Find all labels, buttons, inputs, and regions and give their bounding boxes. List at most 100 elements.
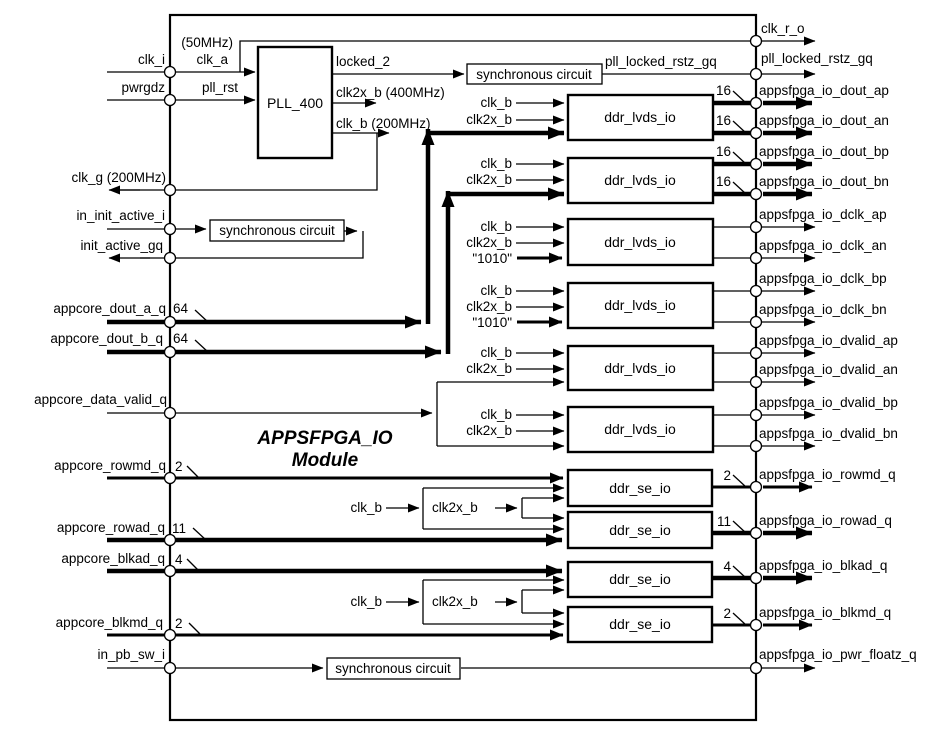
ddr-lvds-io-block-dout-a bbox=[566, 93, 715, 142]
ddr-se-io-block-blkmd bbox=[566, 605, 714, 644]
svg-text:clk2x_b: clk2x_b bbox=[466, 112, 512, 127]
ddr-se-io-block-rowad bbox=[566, 510, 714, 550]
sync-circuit-init-label: synchronous circuit bbox=[219, 223, 335, 238]
port-label-dclk-ap: appsfpga_io_dclk_ap bbox=[759, 207, 887, 222]
port-label-blkmd-q: appsfpga_io_blkmd_q bbox=[759, 605, 891, 620]
svg-text:11: 11 bbox=[717, 514, 731, 529]
svg-text:clk_b: clk_b bbox=[480, 345, 512, 360]
svg-text:64: 64 bbox=[173, 301, 189, 316]
wire-clk-i bbox=[107, 36, 816, 77]
right-boundary-port-dots bbox=[749, 34, 763, 675]
wire-lvds-clock-feeds bbox=[516, 98, 565, 436]
svg-text:clk2x_b: clk2x_b bbox=[466, 299, 512, 314]
labels-lvds-clk-b: clk_b clk_b clk_b clk_b clk_b clk_b bbox=[480, 95, 512, 422]
svg-text:clk_b: clk_b bbox=[480, 95, 512, 110]
ddr-lvds-io-label-1: ddr_lvds_io bbox=[604, 109, 676, 125]
svg-text:clk2x_b: clk2x_b bbox=[466, 423, 512, 438]
bus-blkad bbox=[107, 564, 813, 585]
svg-text:"1010": "1010" bbox=[472, 315, 512, 330]
port-label-clk-i: clk_i bbox=[138, 52, 165, 67]
ddr-lvds-io-block-dclk-a bbox=[566, 217, 715, 267]
svg-text:16: 16 bbox=[716, 83, 731, 98]
bus-blkmd bbox=[107, 619, 813, 641]
port-label-dvalid-bp: appsfpga_io_dvalid_bp bbox=[759, 395, 898, 410]
label-clk-a: clk_a bbox=[196, 52, 228, 67]
svg-text:16: 16 bbox=[716, 144, 731, 159]
label-clk-b-200: clk_b (200MHz) bbox=[336, 116, 431, 131]
sync-circuit-bottom-label: synchronous circuit bbox=[335, 661, 451, 676]
label-clk-a-freq: (50MHz) bbox=[181, 35, 233, 50]
ddr-se-io-block-rowmd bbox=[566, 468, 714, 508]
sync-circuit-box-init bbox=[209, 219, 345, 242]
svg-text:11: 11 bbox=[172, 521, 186, 536]
svg-text:clk_b: clk_b bbox=[480, 407, 512, 422]
port-label-appcore-data-valid-q: appcore_data_valid_q bbox=[34, 392, 167, 407]
port-label-clk-g: clk_g (200MHz) bbox=[71, 170, 166, 185]
wire-dclk-dvalid-outputs bbox=[713, 222, 816, 451]
svg-text:clk2x_b: clk2x_b bbox=[466, 361, 512, 376]
svg-text:2: 2 bbox=[175, 459, 183, 474]
labels-const-1010: "1010" "1010" bbox=[472, 251, 512, 330]
svg-text:clk_b: clk_b bbox=[480, 283, 512, 298]
labels-se-clock-feeds: clk_b clk2x_b clk_b clk2x_b bbox=[350, 500, 477, 609]
ddr-lvds-io-block-dclk-b bbox=[566, 281, 715, 330]
label-locked-2: locked_2 bbox=[336, 54, 390, 69]
sync-circuit-box-top bbox=[466, 63, 603, 85]
ddr-se-io-label-2: ddr_se_io bbox=[609, 522, 671, 538]
port-label-blkad-q: appsfpga_io_blkad_q bbox=[759, 558, 887, 573]
svg-text:16: 16 bbox=[716, 174, 731, 189]
wire-se-clock-bracket-b bbox=[386, 575, 565, 629]
pll-block bbox=[256, 45, 334, 160]
ddr-se-io-label-3: ddr_se_io bbox=[609, 571, 671, 587]
port-label-pll-locked-rstz-gq: pll_locked_rstz_gq bbox=[761, 51, 873, 66]
port-label-dclk-bp: appsfpga_io_dclk_bp bbox=[759, 271, 887, 286]
ddr-lvds-io-block-dvalid-b bbox=[566, 405, 715, 454]
svg-text:clk_b: clk_b bbox=[350, 594, 382, 609]
sync-circuit-top-label: synchronous circuit bbox=[476, 67, 592, 82]
port-label-in-init-active-i: in_init_active_i bbox=[76, 208, 165, 223]
svg-text:"1010": "1010" bbox=[472, 251, 512, 266]
port-label-rowad-q: appsfpga_io_rowad_q bbox=[759, 513, 892, 528]
module-title-line1: APPSFPGA_IO bbox=[256, 428, 392, 449]
module-title-line2: Module bbox=[292, 450, 359, 471]
ddr-lvds-io-block-dvalid-a bbox=[566, 344, 715, 392]
port-label-appcore-blkad-q: appcore_blkad_q bbox=[61, 551, 165, 566]
port-label-dvalid-bn: appsfpga_io_dvalid_bn bbox=[759, 426, 898, 441]
wire-se-clock-bracket-a bbox=[386, 483, 565, 534]
ddr-lvds-io-label-5: ddr_lvds_io bbox=[604, 360, 676, 376]
port-label-dvalid-an: appsfpga_io_dvalid_an bbox=[759, 362, 898, 377]
left-boundary-port-dots bbox=[163, 65, 177, 675]
labels-lvds-clk2x-b: clk2x_b clk2x_b clk2x_b clk2x_b clk2x_b … bbox=[466, 112, 512, 438]
svg-text:4: 4 bbox=[175, 552, 183, 567]
ddr-se-io-label-1: ddr_se_io bbox=[609, 480, 671, 496]
bus-const-1010 bbox=[517, 252, 563, 328]
sync-circuit-box-bottom bbox=[326, 657, 461, 680]
ddr-se-io-block-blkad bbox=[566, 560, 714, 599]
label-clk2x-b-400: clk2x_b (400MHz) bbox=[336, 85, 445, 100]
svg-text:clk2x_b: clk2x_b bbox=[432, 500, 478, 515]
label-pll-rst: pll_rst bbox=[202, 80, 238, 95]
ddr-lvds-io-label-3: ddr_lvds_io bbox=[604, 234, 676, 250]
port-label-appcore-rowad-q: appcore_rowad_q bbox=[57, 520, 165, 535]
svg-text:clk_b: clk_b bbox=[480, 219, 512, 234]
port-label-pwr-floatz-q: appsfpga_io_pwr_floatz_q bbox=[759, 647, 917, 662]
ddr-lvds-io-label-6: ddr_lvds_io bbox=[604, 421, 676, 437]
svg-text:16: 16 bbox=[716, 113, 731, 128]
svg-text:64: 64 bbox=[173, 331, 189, 346]
module-boundary bbox=[168, 13, 758, 722]
port-label-init-active-gq: init_active_gq bbox=[80, 238, 163, 253]
port-label-in-pb-sw-i: in_pb_sw_i bbox=[97, 647, 165, 662]
pll-block-label: PLL_400 bbox=[267, 95, 323, 111]
port-label-dout-ap: appsfpga_io_dout_ap bbox=[759, 83, 889, 98]
bus-width-markers: 64 64 2 11 4 2 16 16 16 16 2 11 4 2 bbox=[172, 83, 747, 636]
bus-rowad bbox=[107, 526, 813, 547]
port-label-appcore-blkmd-q: appcore_blkmd_q bbox=[56, 615, 163, 630]
ddr-lvds-io-label-2: ddr_lvds_io bbox=[604, 172, 676, 188]
svg-text:2: 2 bbox=[723, 468, 731, 483]
wire-clk-b-and-clk-g bbox=[108, 128, 390, 195]
svg-text:clk2x_b: clk2x_b bbox=[466, 235, 512, 250]
port-label-pwrgdz: pwrgdz bbox=[121, 80, 165, 95]
svg-text:clk2x_b: clk2x_b bbox=[432, 594, 478, 609]
